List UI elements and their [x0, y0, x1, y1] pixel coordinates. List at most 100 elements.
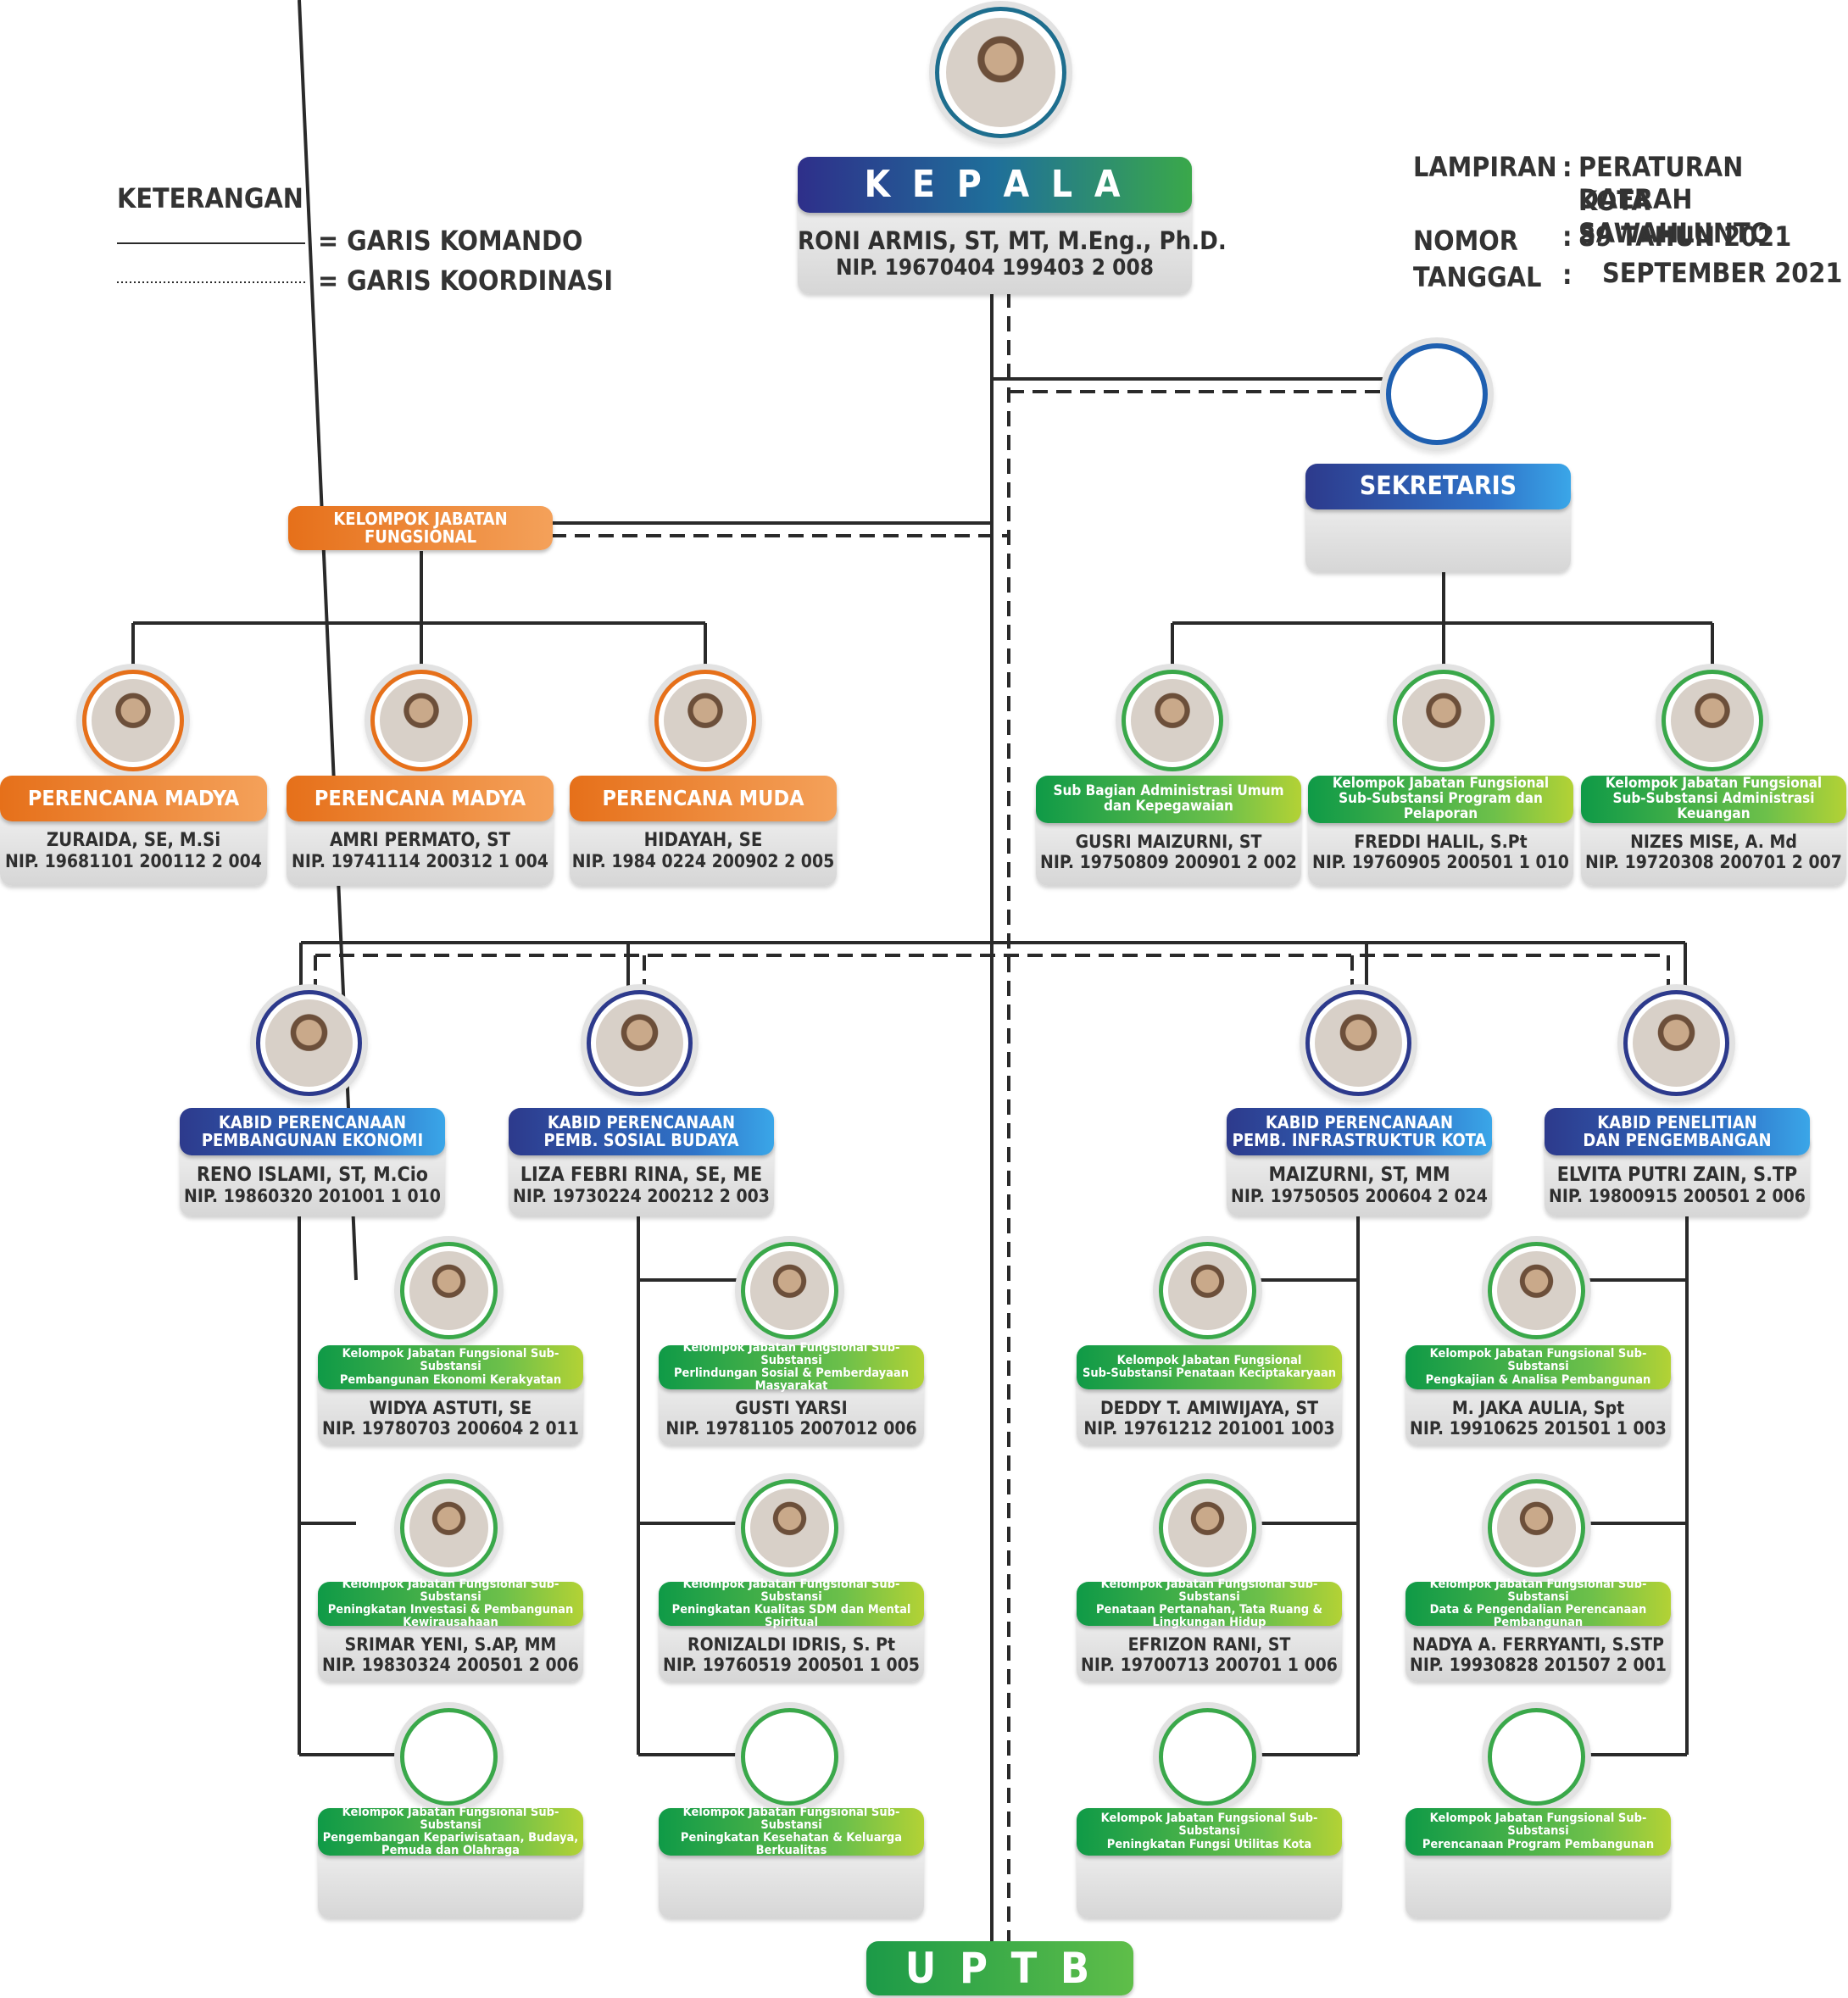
person-photo-icon	[1402, 679, 1485, 762]
subunit-1-3-title-line-1: Kelompok Jabatan Fungsional Sub-Substans…	[342, 1805, 559, 1832]
lampiran-value-1: PERATURAN DAERAH	[1578, 151, 1744, 215]
perencana-3-nip: NIP. 1984 0224 200902 2 005	[571, 851, 835, 871]
kabid-2-nip: NIP. 19730224 200212 2 003	[513, 1186, 770, 1206]
perencana-1-title-line-1: PERENCANA MADYA	[27, 785, 240, 810]
subunit-2-1-title-line-2: Perlindungan Sosial & Pemberdayaan Masya…	[674, 1366, 909, 1394]
subunit-3-3-box: Kelompok Jabatan Fungsional Sub-Substans…	[1077, 1808, 1342, 1918]
subunit-1-2-title-line-2: Peningkatan Investasi & Pembangunan Kewi…	[327, 1603, 574, 1630]
subunit-2-3-avatar	[741, 1708, 838, 1806]
kabid-1-title-line-1: KABID PERENCANAAN	[218, 1112, 407, 1133]
subunit-4-2-title-line-1: Kelompok Jabatan Fungsional Sub-Substans…	[1429, 1577, 1647, 1604]
subunit-3-1-name: DEDDY T. AMIWIJAYA, ST	[1099, 1398, 1319, 1418]
subunit-2-3-box: Kelompok Jabatan Fungsional Sub-Substans…	[659, 1806, 924, 1918]
perencana-1-name: ZURAIDA, SE, M.Si	[46, 830, 221, 851]
subunit-1-3-box: Kelompok Jabatan Fungsional Sub-Substans…	[318, 1805, 583, 1918]
kabid-4-nip: NIP. 19800915 200501 2 006	[1549, 1186, 1806, 1206]
sekretariat-unit-3-name: NIZES MISE, A. Md	[1630, 832, 1797, 852]
subunit-2-1-title: Kelompok Jabatan Fungsional Sub-Substans…	[659, 1340, 924, 1393]
sekretariat-unit-2-title-line-2: Sub-Substansi Program dan Pelaporan	[1339, 790, 1543, 822]
subunit-4-3-title-line-2: Perencanaan Program Pembangunan	[1422, 1837, 1655, 1851]
kabid-2-avatar	[587, 990, 693, 1096]
subunit-2-2-title: Kelompok Jabatan Fungsional Sub-Substans…	[659, 1578, 924, 1629]
subunit-4-3-box: Kelompok Jabatan Fungsional Sub-Substans…	[1405, 1808, 1671, 1918]
subunit-3-1-title-line-2: Sub-Substansi Penataan Keciptakaryaan	[1082, 1366, 1337, 1380]
subunit-1-1-nip: NIP. 19780703 200604 2 011	[322, 1418, 579, 1439]
person-photo-icon	[596, 999, 683, 1087]
perencana-1-title: PERENCANA MADYA	[0, 776, 267, 821]
subunit-4-1-avatar	[1488, 1242, 1585, 1339]
subunit-2-2-box: Kelompok Jabatan Fungsional Sub-Substans…	[659, 1578, 924, 1682]
subunit-4-2-box: Kelompok Jabatan Fungsional Sub-Substans…	[1405, 1578, 1671, 1682]
kepala-title: K E P A L A	[798, 157, 1192, 213]
kabid-4-avatar	[1623, 990, 1729, 1096]
kabid-4-title-line-1: KABID PENELITIAN	[1597, 1112, 1757, 1133]
kabid-4-title-line-2: DAN PENGEMBANGAN	[1583, 1130, 1772, 1150]
sekretariat-unit-3-avatar	[1662, 670, 1763, 771]
subunit-2-1-avatar	[741, 1242, 838, 1339]
subunit-2-1-title-line-1: Kelompok Jabatan Fungsional Sub-Substans…	[682, 1340, 900, 1367]
subunit-2-1-name: GUSTI YARSI	[735, 1398, 848, 1418]
sekretaris-box: SEKRETARIS	[1305, 464, 1571, 572]
kabid-3-avatar	[1305, 990, 1411, 1096]
person-photo-icon	[946, 18, 1055, 127]
tanggal-colon: :	[1562, 259, 1572, 291]
perencana-2-avatar	[370, 670, 472, 771]
sekretariat-unit-2-avatar	[1393, 670, 1495, 771]
subunit-1-1-title-line-1: Kelompok Jabatan Fungsional Sub-Substans…	[342, 1347, 559, 1374]
kabid-1-title-line-2: PEMBANGUNAN EKONOMI	[201, 1130, 424, 1150]
perencana-3-title: PERENCANA MUDA	[570, 776, 837, 821]
subunit-1-1-title-line-2: Pembangunan Ekonomi Kerakyatan	[339, 1372, 562, 1387]
person-photo-icon	[1315, 999, 1402, 1087]
perencana-2-name: AMRI PERMATO, ST	[329, 830, 511, 851]
sekretariat-unit-1-nip: NIP. 19750809 200901 2 002	[1040, 852, 1297, 872]
subunit-1-2-box: Kelompok Jabatan Fungsional Sub-Substans…	[318, 1578, 583, 1682]
subunit-3-2-title: Kelompok Jabatan Fungsional Sub-Substans…	[1077, 1578, 1342, 1630]
subunit-2-3-title: Kelompok Jabatan Fungsional Sub-Substans…	[659, 1806, 924, 1857]
subunit-4-1-nip: NIP. 19910625 201501 1 003	[1410, 1418, 1667, 1439]
kabid-1-avatar	[256, 990, 362, 1096]
subunit-1-2-avatar	[400, 1479, 498, 1577]
subunit-4-1-box: Kelompok Jabatan Fungsional Sub-Substans…	[1405, 1345, 1671, 1445]
sekretariat-unit-1-title-line-1: Sub Bagian Administrasi Umum	[1053, 782, 1284, 800]
sekretaris-avatar	[1386, 343, 1488, 445]
subunit-3-1-nip: NIP. 19761212 201001 1003	[1083, 1418, 1335, 1439]
subunit-1-2-title-line-1: Kelompok Jabatan Fungsional Sub-Substans…	[342, 1577, 559, 1604]
person-photo-icon	[1497, 1489, 1576, 1567]
kepala-box: K E P A L A RONI ARMIS, ST, MT, M.Eng., …	[798, 157, 1227, 294]
subunit-3-3-title-line-1: Kelompok Jabatan Fungsional Sub-Substans…	[1100, 1812, 1318, 1839]
person-photo-icon	[1168, 1251, 1247, 1330]
subunit-1-3-title-line-2: Pengembangan Kepariwisataan, Budaya,	[322, 1831, 579, 1845]
subunit-3-2-title-line-2: Penataan Pertanahan, Tata Ruang & Lingku…	[1095, 1603, 1323, 1630]
kabid-3-nip: NIP. 19750505 200604 2 024	[1231, 1186, 1488, 1206]
subunit-3-3-avatar	[1159, 1708, 1256, 1806]
subunit-1-1-title: Kelompok Jabatan Fungsional Sub-Substans…	[318, 1345, 583, 1389]
subunit-3-3-title: Kelompok Jabatan Fungsional Sub-Substans…	[1077, 1808, 1342, 1856]
sekretariat-unit-2-nip: NIP. 19760905 200501 1 010	[1312, 852, 1569, 872]
kepala-nip: NIP. 19670404 199403 2 008	[835, 255, 1155, 281]
person-photo-icon	[409, 1251, 488, 1330]
subunit-4-1-title-line-1: Kelompok Jabatan Fungsional Sub-Substans…	[1429, 1347, 1647, 1374]
person-photo-icon	[92, 679, 175, 762]
subunit-4-2-name: NADYA A. FERRYANTI, S.STP	[1412, 1634, 1664, 1655]
subunit-4-1-title: Kelompok Jabatan Fungsional Sub-Substans…	[1405, 1345, 1671, 1389]
sekretariat-unit-1-avatar	[1122, 670, 1223, 771]
subunit-4-2-title: Kelompok Jabatan Fungsional Sub-Substans…	[1405, 1578, 1671, 1630]
subunit-3-2-avatar	[1159, 1479, 1256, 1577]
kepala-name: RONI ARMIS, ST, MT, M.Eng., Ph.D.	[798, 226, 1227, 255]
perencana-3-name: HIDAYAH, SE	[643, 830, 763, 851]
subunit-3-1-title-line-1: Kelompok Jabatan Fungsional	[1116, 1353, 1302, 1367]
subunit-4-2-title-line-2: Data & Pengendalian Perencanaan Pembangu…	[1429, 1603, 1647, 1630]
subunit-4-2-avatar	[1488, 1479, 1585, 1577]
subunit-3-2-title-line-1: Kelompok Jabatan Fungsional Sub-Substans…	[1100, 1577, 1318, 1604]
